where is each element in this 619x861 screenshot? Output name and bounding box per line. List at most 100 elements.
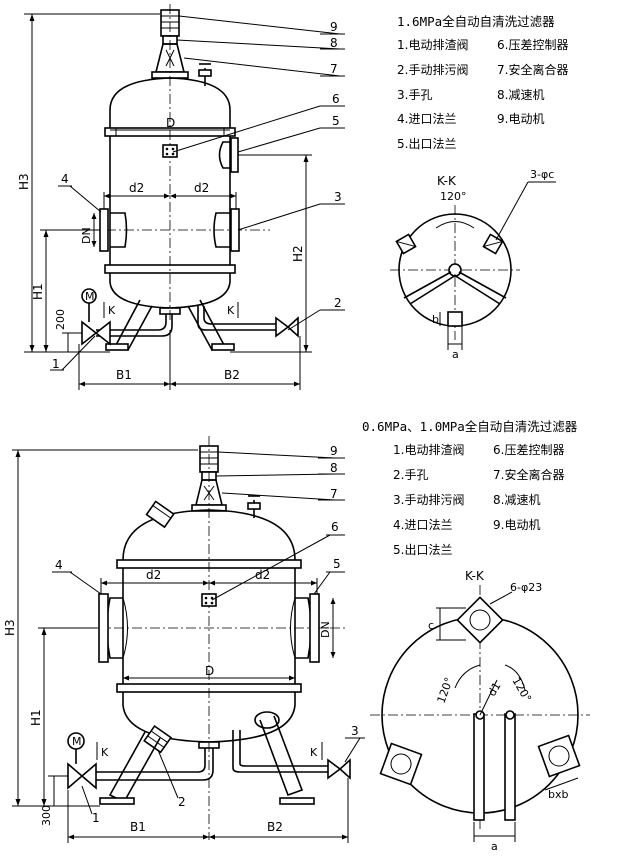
bottom-K-right: K <box>310 746 318 759</box>
bottom-legend-7: 7.安全离合器 <box>493 468 565 482</box>
top-K-right: K <box>227 304 235 317</box>
top-legend-9: 9.电动机 <box>497 112 545 126</box>
bottom-kk-pad-right <box>537 734 581 778</box>
top-dim-H1: H1 <box>31 283 45 300</box>
bottom-kk-pad-left <box>379 742 423 786</box>
top-callout-1: 1 <box>52 357 60 371</box>
top-callout-3: 3 <box>334 190 342 204</box>
bottom-dim-H1: H1 <box>29 709 43 726</box>
bottom-legend-9: 9.电动机 <box>493 518 541 532</box>
top-legend-4: 4.进口法兰 <box>397 112 457 126</box>
top-outlet-nozzle <box>218 141 230 169</box>
top-dim-B1: B1 <box>116 368 132 382</box>
bottom-kk-c: c <box>428 619 434 632</box>
bottom-kk-bxb: bxb <box>548 788 568 801</box>
top-legend-2: 2.手动排污阀 <box>397 63 469 77</box>
bottom-legend-8: 8.减速机 <box>493 493 541 507</box>
top-leaders <box>50 15 345 371</box>
top-handhole <box>213 212 230 248</box>
bottom-kk-a: a <box>491 840 498 853</box>
top-callout-8: 8 <box>330 36 338 50</box>
top-legend-7: 7.安全离合器 <box>497 63 569 77</box>
bottom-legend-1: 1.电动排渣阀 <box>393 443 465 457</box>
bottom-inlet-flange <box>98 593 109 663</box>
top-dim-d2-right: d2 <box>194 181 209 195</box>
bottom-callout-3: 3 <box>351 724 359 738</box>
top-drain-pipe <box>96 314 167 331</box>
bottom-callout-9: 9 <box>330 444 338 458</box>
top-dim-DN: DN <box>80 227 93 244</box>
top-dimensions <box>24 13 312 390</box>
bottom-kk-section: K-K 6-φ23 c d1 120° 120° bxb a <box>370 569 590 853</box>
top-dim-H2: H2 <box>291 245 305 262</box>
bottom-title: 0.6MPa、1.0MPa全自动自清洗过滤器 <box>362 419 578 434</box>
top-kk-section: K-K 120° 3-φc b a <box>390 168 556 361</box>
top-inlet-flange <box>99 208 109 252</box>
top-leg-right <box>187 299 226 352</box>
bottom-leaders <box>52 451 365 815</box>
top-manual-valve <box>275 316 290 338</box>
bottom-kk-angle2: 120° <box>509 675 534 704</box>
top-legend-1: 1.电动排渣阀 <box>397 38 469 52</box>
top-legend-6: 6.压差控制器 <box>497 38 569 52</box>
top-callout-2: 2 <box>334 296 342 310</box>
top-outlet-flange <box>230 137 239 173</box>
top-electric-valve <box>81 320 98 346</box>
bottom-dim-300: 300 <box>40 805 53 826</box>
top-motor-symbol <box>81 288 97 304</box>
top-title: 1.6MPa全自动自清洗过滤器 <box>397 14 555 29</box>
bottom-callout-2: 2 <box>178 795 186 809</box>
bottom-dim-B1: B1 <box>130 820 146 834</box>
bottom-manual-valve <box>327 758 342 780</box>
bottom-kk-pad-top <box>456 596 504 644</box>
top-kk-title: K-K <box>437 174 457 188</box>
bottom-kk-d1: d1 <box>485 680 503 699</box>
top-dim-d2-left: d2 <box>129 181 144 195</box>
bottom-drain-pipe <box>92 748 206 773</box>
bottom-filter-elevation <box>60 436 351 840</box>
bottom-callout-5: 5 <box>333 557 341 571</box>
bottom-motor-symbol <box>67 732 85 750</box>
bottom-legend-5: 5.出口法兰 <box>393 543 453 557</box>
bottom-dim-d2-right: d2 <box>255 568 270 582</box>
bottom-callout-1: 1 <box>92 811 100 825</box>
bottom-motor-M: M <box>72 735 82 748</box>
bottom-legend-3: 3.手动排污阀 <box>393 493 465 507</box>
top-labels: 9 8 7 6 5 4 3 2 1 d2 d2 D DN H3 H1 200 H… <box>17 20 342 382</box>
bottom-kk-angle1: 120° <box>435 676 456 705</box>
bottom-callout-7: 7 <box>330 487 338 501</box>
bottom-dim-B2: B2 <box>267 820 283 834</box>
top-K-left: K <box>108 304 116 317</box>
bottom-dimensions <box>12 449 349 843</box>
bottom-outlet-flange <box>309 593 320 663</box>
bottom-callout-8: 8 <box>330 461 338 475</box>
top-legend-3: 3.手孔 <box>397 88 433 102</box>
bottom-electric-valve <box>67 762 84 790</box>
bottom-legend-6: 6.压差控制器 <box>493 443 565 457</box>
top-leg-left <box>114 299 153 352</box>
top-callout-7: 7 <box>330 62 338 76</box>
top-callout-4: 4 <box>61 172 69 186</box>
bottom-pressure-controller <box>201 593 217 607</box>
top-filter-elevation <box>70 4 299 352</box>
bottom-K-left: K <box>101 746 109 759</box>
bottom-legend-4: 4.进口法兰 <box>393 518 453 532</box>
bottom-callout-4: 4 <box>55 558 63 572</box>
top-kk-holes: 3-φc <box>530 168 554 181</box>
bottom-kk-holes: 6-φ23 <box>510 581 542 594</box>
top-kk-angle: 120° <box>440 190 467 203</box>
top-callout-5: 5 <box>332 114 340 128</box>
bottom-handhole <box>143 724 173 754</box>
bottom-dim-D: D <box>205 664 214 678</box>
bottom-kk-title: K-K <box>465 569 485 583</box>
bottom-legend-2: 2.手孔 <box>393 468 429 482</box>
top-dim-H3: H3 <box>17 173 31 190</box>
bottom-dim-H3: H3 <box>3 619 17 636</box>
top-legend-8: 8.减速机 <box>497 88 545 102</box>
top-dim-B2: B2 <box>224 368 240 382</box>
bottom-callout-6: 6 <box>331 520 339 534</box>
top-motor-M: M <box>85 290 95 303</box>
top-dim-200: 200 <box>54 309 67 330</box>
